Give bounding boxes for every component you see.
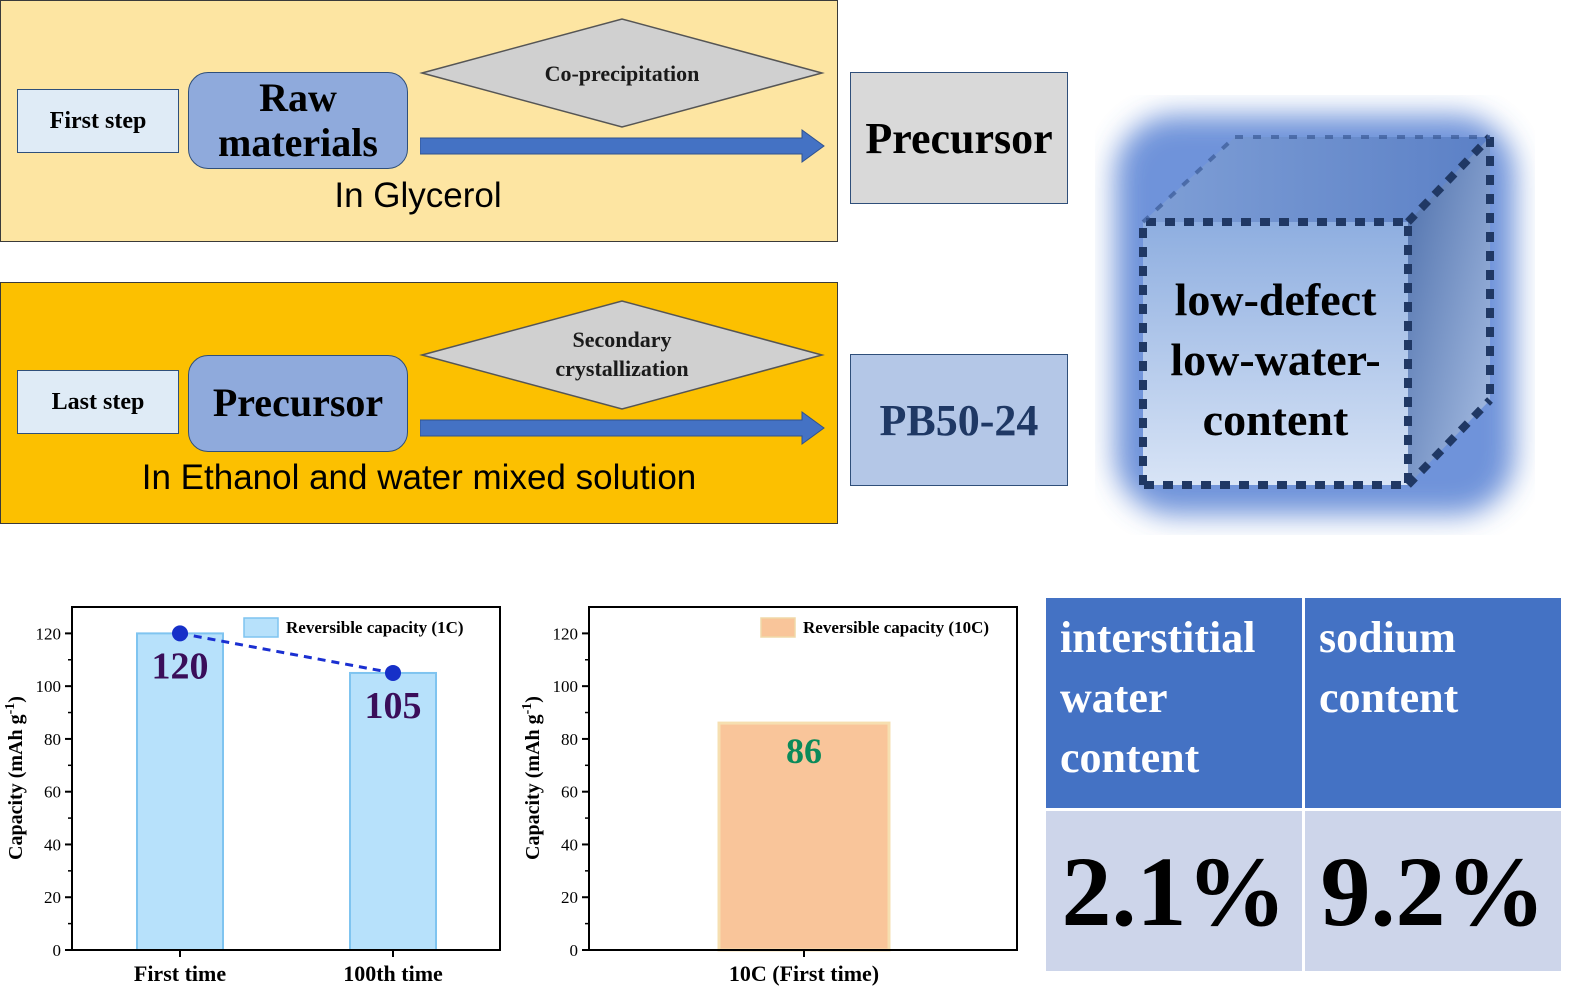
precursor-input-box: Precursor (188, 355, 408, 452)
chart2-ytick-label: 20 (561, 888, 578, 907)
cube-line-3: content (1202, 393, 1349, 445)
chart2-frame (588, 606, 1018, 951)
chart2-legend-label: Reversible capacity (10C) (803, 618, 989, 637)
chart2-ytick-label: 100 (553, 677, 579, 696)
last-step-label: Last step (17, 370, 179, 434)
chart1-bar (349, 671, 437, 951)
table-header-sodium-line2: content (1319, 673, 1459, 722)
secondary-crystallization-diamond (419, 300, 825, 410)
chart2-ytick-label: 60 (561, 783, 578, 802)
chart1-ytick-label: 80 (44, 730, 61, 749)
chart2-ytick-label: 40 (561, 835, 578, 854)
secondary-crystallization-line1: Secondary (572, 327, 672, 353)
table-value-water: 2.1% (1046, 811, 1302, 971)
chart1-legend-swatch (243, 617, 279, 638)
chart1-ytick-label: 60 (44, 783, 61, 802)
chart1-xtick-label: First time (134, 961, 226, 986)
cube-line-2: low-water- (1170, 334, 1381, 386)
chart2-legend-swatch (760, 617, 796, 638)
cube-text: low-defect low-water- content (1143, 270, 1408, 450)
chart2-ytick-label: 80 (561, 730, 578, 749)
table-header-water-line3: content (1060, 733, 1200, 782)
chart1-ytick-label: 120 (36, 624, 62, 643)
raw-materials-box: Raw materials (188, 72, 408, 169)
chart1-ylabel: Capacity (mAh g-1) (3, 696, 27, 860)
table-header-sodium: sodium content (1305, 598, 1561, 808)
chart1-trend-point (172, 625, 188, 642)
first-step-arrow (420, 129, 825, 163)
chart2-ytick-label: 0 (570, 941, 579, 960)
cube-line-1: low-defect (1174, 274, 1377, 326)
raw-materials-line1: Raw (259, 74, 337, 120)
secondary-crystallization-label: Secondary crystallization (470, 322, 774, 388)
first-step-label: First step (17, 89, 179, 153)
table-header-water-line2: water (1060, 673, 1168, 722)
chart2-xtick-label: 10C (First time) (729, 961, 879, 986)
pb50-24-result-box: PB50-24 (850, 354, 1068, 486)
ethanol-water-solvent-label: In Ethanol and water mixed solution (141, 458, 697, 497)
table-value-sodium: 9.2% (1305, 811, 1561, 971)
chart1-ytick-label: 100 (36, 677, 62, 696)
chart1-trend-point (385, 664, 401, 681)
chart1-legend-label: Reversible capacity (1C) (286, 618, 464, 637)
chart1-value-label: 120 (152, 645, 209, 687)
chart1-value-label: 105 (365, 685, 422, 727)
chart-1c-capacity: 0 20 40 60 80 100 120 First time 120 100th time 1… (3, 606, 501, 986)
chart2-ytick-label: 120 (553, 624, 579, 643)
last-step-arrow (420, 411, 825, 445)
glycerol-solvent-label: In Glycerol (334, 176, 502, 215)
co-precipitation-diamond (419, 18, 825, 128)
chart1-bar (136, 632, 224, 952)
co-precipitation-label: Co-precipitation (544, 60, 700, 86)
table-header-water: interstitial water content (1046, 598, 1302, 808)
table-header-water-line1: interstitial (1060, 613, 1256, 662)
precursor-result-box: Precursor (850, 72, 1068, 204)
chart2-ylabel: Capacity (mAh g-1) (520, 696, 544, 860)
secondary-crystallization-line2: crystallization (555, 356, 689, 381)
low-defect-cube (1115, 115, 1515, 515)
raw-materials-line2: materials (218, 119, 378, 165)
chart-10c-capacity: 0 20 40 60 80 100 120 10C (First time) 86 Capac… (520, 606, 1018, 986)
table-header-sodium-line1: sodium (1319, 613, 1456, 662)
chart2-value-label: 86 (786, 731, 822, 771)
chart1-ytick-label: 40 (44, 835, 61, 854)
chart1-frame (71, 606, 501, 951)
chart1-ytick-label: 20 (44, 888, 61, 907)
chart1-ytick-label: 0 (53, 941, 62, 960)
chart1-xtick-label: 100th time (343, 961, 443, 986)
